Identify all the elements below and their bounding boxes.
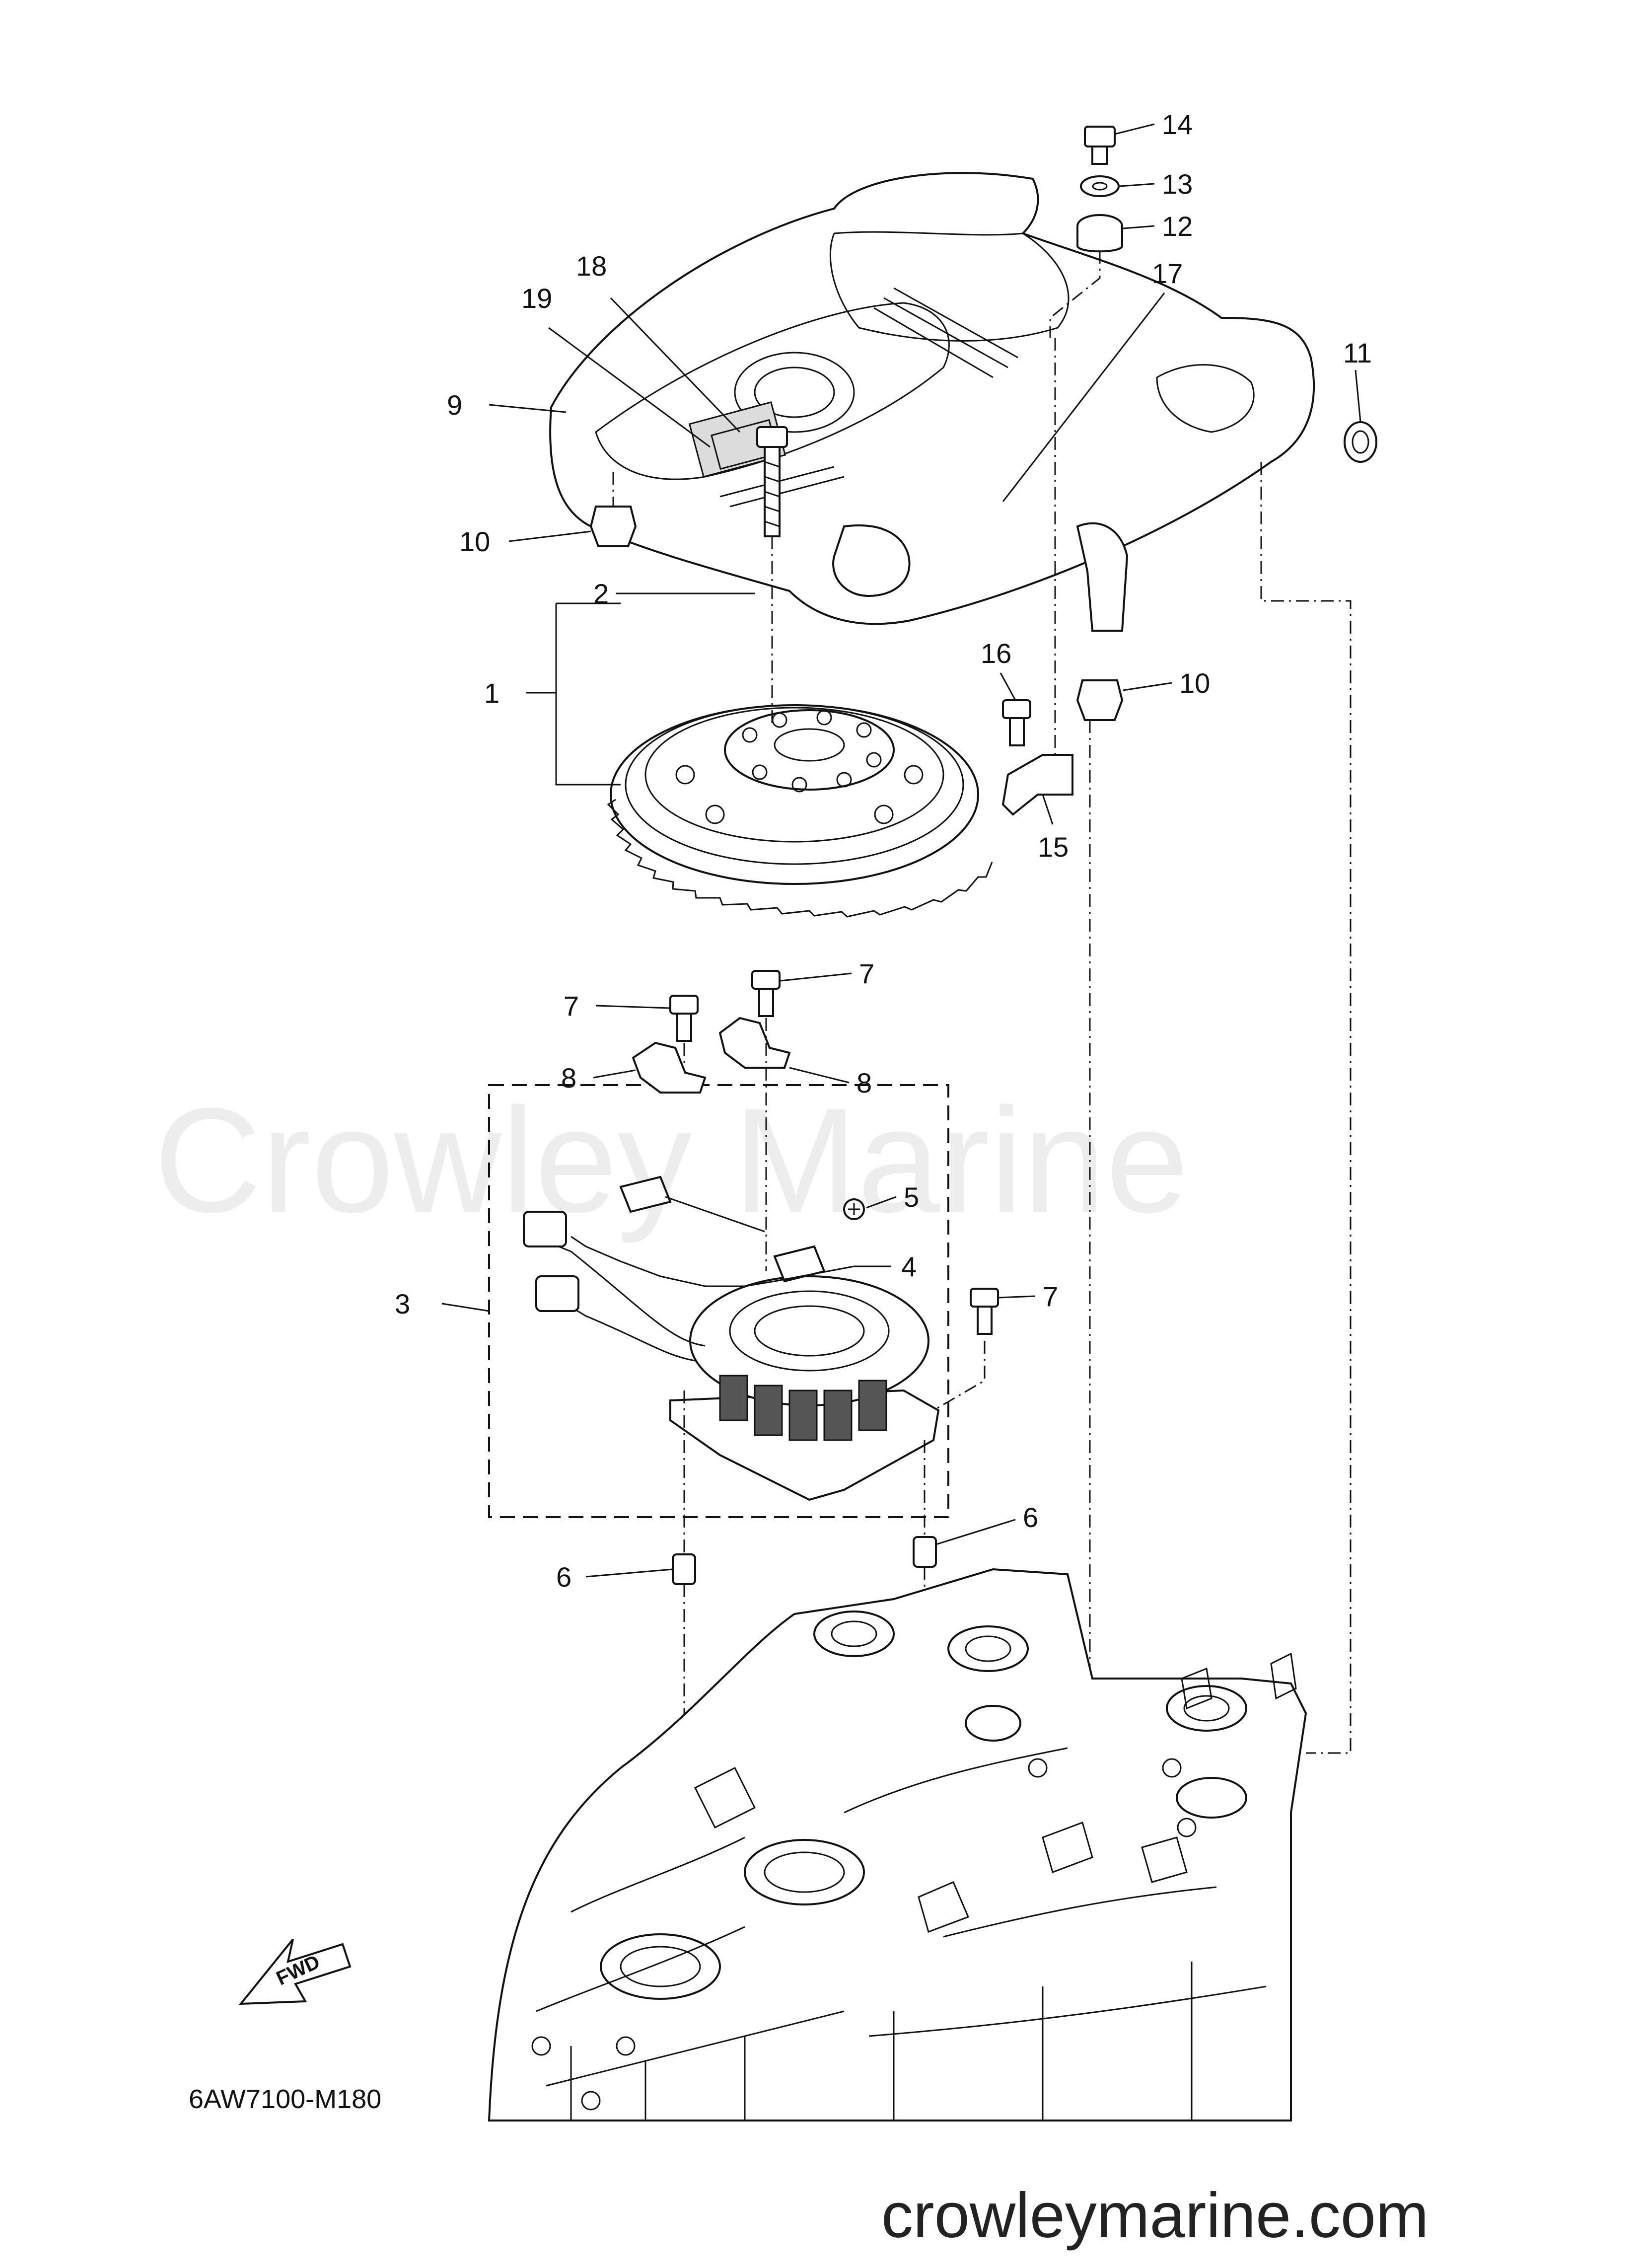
callout-7-left: 7 [564,990,579,1022]
callout-15: 15 [1038,831,1069,863]
callout-6-left: 6 [556,1561,571,1593]
bolt-2 [756,426,788,725]
callout-10-right: 10 [1179,667,1210,699]
drawing-code: 6AW7100-M180 [189,2084,381,2114]
callout-11: 11 [1343,337,1372,368]
sensor-4 [773,1245,855,1283]
callout-17: 17 [1152,258,1183,289]
callout-5: 5 [904,1181,919,1213]
callout-12: 12 [1162,211,1193,242]
callout-19: 19 [521,283,552,314]
washer-13 [1080,175,1120,197]
callout-9: 9 [447,389,462,421]
watermark-text: Crowley Marine [154,1077,1189,1244]
leader-lines [441,123,1361,1578]
site-text: crowleymarine.com [881,2180,1429,2251]
bolt-16 [1002,699,1031,746]
stator-assembly-box [488,1084,949,1518]
callout-18: 18 [576,250,607,282]
bolt-7-right [933,1288,999,1411]
callout-16: 16 [981,638,1011,669]
callout-numbers: 1 2 3 4 5 6 6 7 7 7 8 8 9 10 10 11 12 13… [395,109,1372,1593]
engine-block [488,1568,1307,2122]
fwd-arrow-icon: FWD [238,1938,352,2005]
clamp-8-right [718,1017,791,1069]
callout-7-right: 7 [1043,1281,1058,1312]
callout-10-left: 10 [459,526,490,557]
clamp-15 [1001,754,1073,816]
callout-8-right: 8 [857,1067,872,1098]
stator-coil [669,1275,940,1501]
collar-12 [1076,214,1123,253]
bolt-7-middle [751,970,781,1271]
grommet-10-left [589,472,637,547]
callout-1: 1 [484,677,500,709]
callout-2: 2 [593,578,609,609]
flywheel-magneto [607,704,993,918]
grommet-10-right [1076,679,1124,721]
callout-13: 13 [1162,168,1193,200]
callout-3: 3 [395,1288,410,1319]
grommet-11 [1344,421,1377,463]
stator-wiring [523,1175,775,1362]
clamp-8-left [632,1041,707,1094]
callout-7-middle: 7 [859,958,874,989]
pin-6-left [672,1390,696,1738]
callout-4: 4 [901,1251,917,1282]
bolt-14 [1084,126,1116,165]
flywheel-cover [549,172,1315,632]
callout-8-left: 8 [561,1062,576,1094]
screw-5 [843,1198,865,1220]
callout-14: 14 [1162,109,1193,140]
bolt-7-left [669,995,699,1063]
callout-6-right: 6 [1023,1502,1038,1533]
